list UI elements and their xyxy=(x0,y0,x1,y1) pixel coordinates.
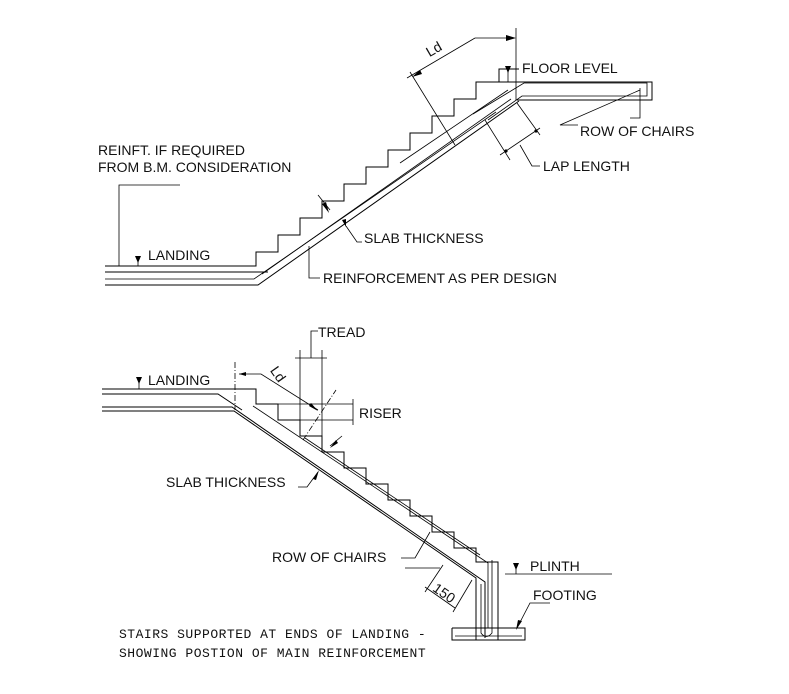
lower-chairs-leader xyxy=(401,531,431,559)
dim-150-ext-1 xyxy=(424,564,444,593)
lap-ext-1 xyxy=(484,119,511,161)
upper-row-of-chairs-label: ROW OF CHAIRS xyxy=(580,123,694,139)
upper-main-bar-2 xyxy=(261,98,512,275)
lower-waist-top-line xyxy=(304,437,481,556)
floor-level-label: FLOOR LEVEL xyxy=(522,60,618,76)
footing xyxy=(451,627,526,641)
reinft-leader xyxy=(118,184,180,266)
lower-row-of-chairs-label: ROW OF CHAIRS xyxy=(272,549,386,565)
footing-arrow xyxy=(516,620,522,630)
reinft-label-line1: REINFT. IF REQUIRED xyxy=(98,142,245,158)
lower-ld-arrow xyxy=(239,372,246,376)
lower-center-line xyxy=(302,389,337,441)
lower-main-bar xyxy=(252,405,489,628)
upper-main-bar-1 xyxy=(105,111,497,280)
lower-ld-arrow-2 xyxy=(309,403,318,411)
footing-leader xyxy=(516,602,550,629)
lower-landing-line-3 xyxy=(102,410,477,640)
lap-tick-1 xyxy=(504,149,508,153)
footing-bar-bend xyxy=(480,560,493,637)
upper-waist-thickness-ext xyxy=(317,194,331,211)
upper-slab-thickness-label: SLAB THICKNESS xyxy=(364,230,484,246)
upper-ld-label: Ld xyxy=(423,38,444,60)
dim-150-ext-2 xyxy=(452,579,473,613)
upper-ld-arrow-left xyxy=(412,70,422,77)
upper-floor-slab xyxy=(517,81,653,101)
lower-landing-line-1 xyxy=(102,393,243,411)
upper-ld-arrow-right xyxy=(506,35,516,41)
upper-chairs-leader-2 xyxy=(559,89,641,126)
lower-landing-label: LANDING xyxy=(148,372,210,388)
caption-line-2: SHOWING POSTION OF MAIN REINFORCEMENT xyxy=(119,646,426,661)
upper-reinforcement-leader xyxy=(308,246,320,279)
upper-ld-ext-left xyxy=(409,71,456,146)
plinth-label: PLINTH xyxy=(530,558,580,574)
dim-150-label: 150 xyxy=(430,580,458,607)
lower-ld-label: Ld xyxy=(267,363,289,385)
upper-waist-arrow xyxy=(322,202,329,213)
riser-box xyxy=(277,404,300,421)
upper-slab-thickness-arrow xyxy=(342,219,346,227)
lap-leader xyxy=(519,144,540,167)
upper-stair-section: Ld FLOOR LEVEL ROW OF CHAIRS REINFT. IF … xyxy=(98,28,694,286)
upper-slab-soffit xyxy=(105,100,520,286)
lower-stair-section: 150 TREAD LANDING Ld RISER SLAB THICKNES… xyxy=(102,324,612,641)
footing-label: FOOTING xyxy=(533,587,597,603)
lower-ld-leader xyxy=(239,373,319,411)
upper-step-profile xyxy=(105,68,519,267)
upper-slab-thickness-leader xyxy=(345,225,362,243)
lower-slab-thickness-arrow xyxy=(313,470,319,480)
upper-landing-label: LANDING xyxy=(148,247,210,263)
reinforcement-label: REINFORCEMENT AS PER DESIGN xyxy=(323,270,557,286)
tread-leader xyxy=(310,330,318,358)
lap-tick-2 xyxy=(534,129,538,133)
caption-line-1: STAIRS SUPPORTED AT ENDS OF LANDING - xyxy=(119,627,426,642)
riser-label: RISER xyxy=(359,405,402,421)
lap-length-label: LAP LENGTH xyxy=(543,158,630,174)
upper-top-bar-lap xyxy=(399,89,509,164)
upper-ld-dim-line xyxy=(406,37,476,79)
lower-slab-thickness-label: SLAB THICKNESS xyxy=(166,474,286,490)
reinft-label-line2: FROM B.M. CONSIDERATION xyxy=(98,159,291,175)
dim-150-line xyxy=(424,586,456,609)
lower-waist-arrow xyxy=(330,440,338,448)
lower-landing-line-2 xyxy=(102,406,486,638)
tread-label: TREAD xyxy=(318,324,365,340)
upper-chairs-leader xyxy=(630,88,641,119)
